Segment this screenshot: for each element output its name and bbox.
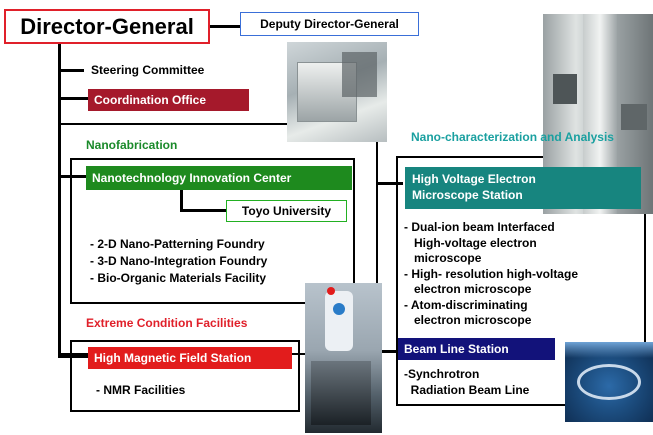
list-item: - Dual-ion beam Interfaced	[404, 220, 555, 234]
list-item: Radiation Beam Line	[404, 383, 530, 397]
connector-center-partner	[180, 190, 183, 210]
list-item: -Synchrotron	[404, 367, 480, 381]
extreme-condition-heading: Extreme Condition Facilities	[86, 316, 248, 330]
connector-nanofab	[58, 175, 88, 178]
connector-spine	[58, 42, 61, 355]
nanotechnology-innovation-center-box: Nanotechnology Innovation Center	[86, 166, 352, 190]
connector-center-partner-h	[180, 209, 226, 212]
high-magnetic-field-station-box: High Magnetic Field Station	[88, 347, 292, 369]
list-item: - 3-D Nano-Integration Foundry	[90, 254, 268, 268]
connector-extreme	[58, 355, 88, 358]
nanochar-frame	[396, 156, 646, 406]
hv-station-label-line2: Microscope Station	[412, 188, 523, 202]
beam-line-station-label: Beam Line Station	[404, 342, 509, 356]
list-item: - Bio-Organic Materials Facility	[90, 271, 267, 285]
toyo-university-box: Toyo University	[226, 200, 347, 222]
list-item: microscope	[404, 251, 482, 265]
list-item: - Atom-discriminating	[404, 297, 528, 312]
nanotechnology-innovation-center-label: Nanotechnology Innovation Center	[92, 171, 292, 185]
extreme-frame	[70, 340, 300, 412]
connector-coordination	[58, 97, 88, 100]
beam-line-station-box: Beam Line Station	[398, 338, 555, 360]
hv-electron-microscope-station-box: High Voltage Electron Microscope Station	[405, 167, 641, 209]
list-item: High-voltage electron	[404, 235, 537, 250]
deputy-director-label: Deputy Director-General	[260, 17, 399, 31]
connector-steering	[58, 69, 84, 72]
connector-director-deputy	[210, 25, 240, 28]
nanocharacterization-heading: Nano-characterization and Analysis	[411, 130, 614, 144]
coordination-office-label: Coordination Office	[94, 93, 206, 107]
list-item: - High- resolution high-voltage	[404, 266, 578, 281]
list-item: electron microscope	[404, 313, 532, 327]
director-general-label: Director-General	[20, 13, 194, 39]
steering-committee-label: Steering Committee	[91, 63, 205, 77]
connector-nanochar	[376, 182, 403, 185]
magnet-tower-photo	[305, 283, 382, 433]
list-item: - 2-D Nano-Patterning Foundry	[90, 237, 265, 251]
nanofabrication-heading: Nanofabrication	[86, 138, 178, 152]
deputy-director-box: Deputy Director-General	[240, 12, 419, 36]
list-item: electron microscope	[404, 282, 532, 296]
beam-line-list: -Synchrotron Radiation Beam Line	[404, 366, 529, 398]
hv-station-label-line1: High Voltage Electron	[412, 172, 536, 186]
director-general-box: Director-General	[4, 9, 210, 44]
nanocenter-frame	[70, 158, 355, 304]
list-item: - NMR Facilities	[96, 383, 186, 397]
high-magnetic-field-station-label: High Magnetic Field Station	[94, 351, 252, 365]
synchrotron-ring-photo	[565, 342, 653, 422]
coordination-office-box: Coordination Office	[88, 89, 249, 111]
nanofab-facility-list: - 2-D Nano-Patterning Foundry - 3-D Nano…	[90, 236, 267, 287]
lab-equipment-photo	[287, 42, 387, 142]
microscope-list: - Dual-ion beam Interfaced High-voltage …	[404, 220, 578, 329]
connector-beamline	[376, 350, 403, 353]
toyo-university-label: Toyo University	[241, 204, 332, 218]
